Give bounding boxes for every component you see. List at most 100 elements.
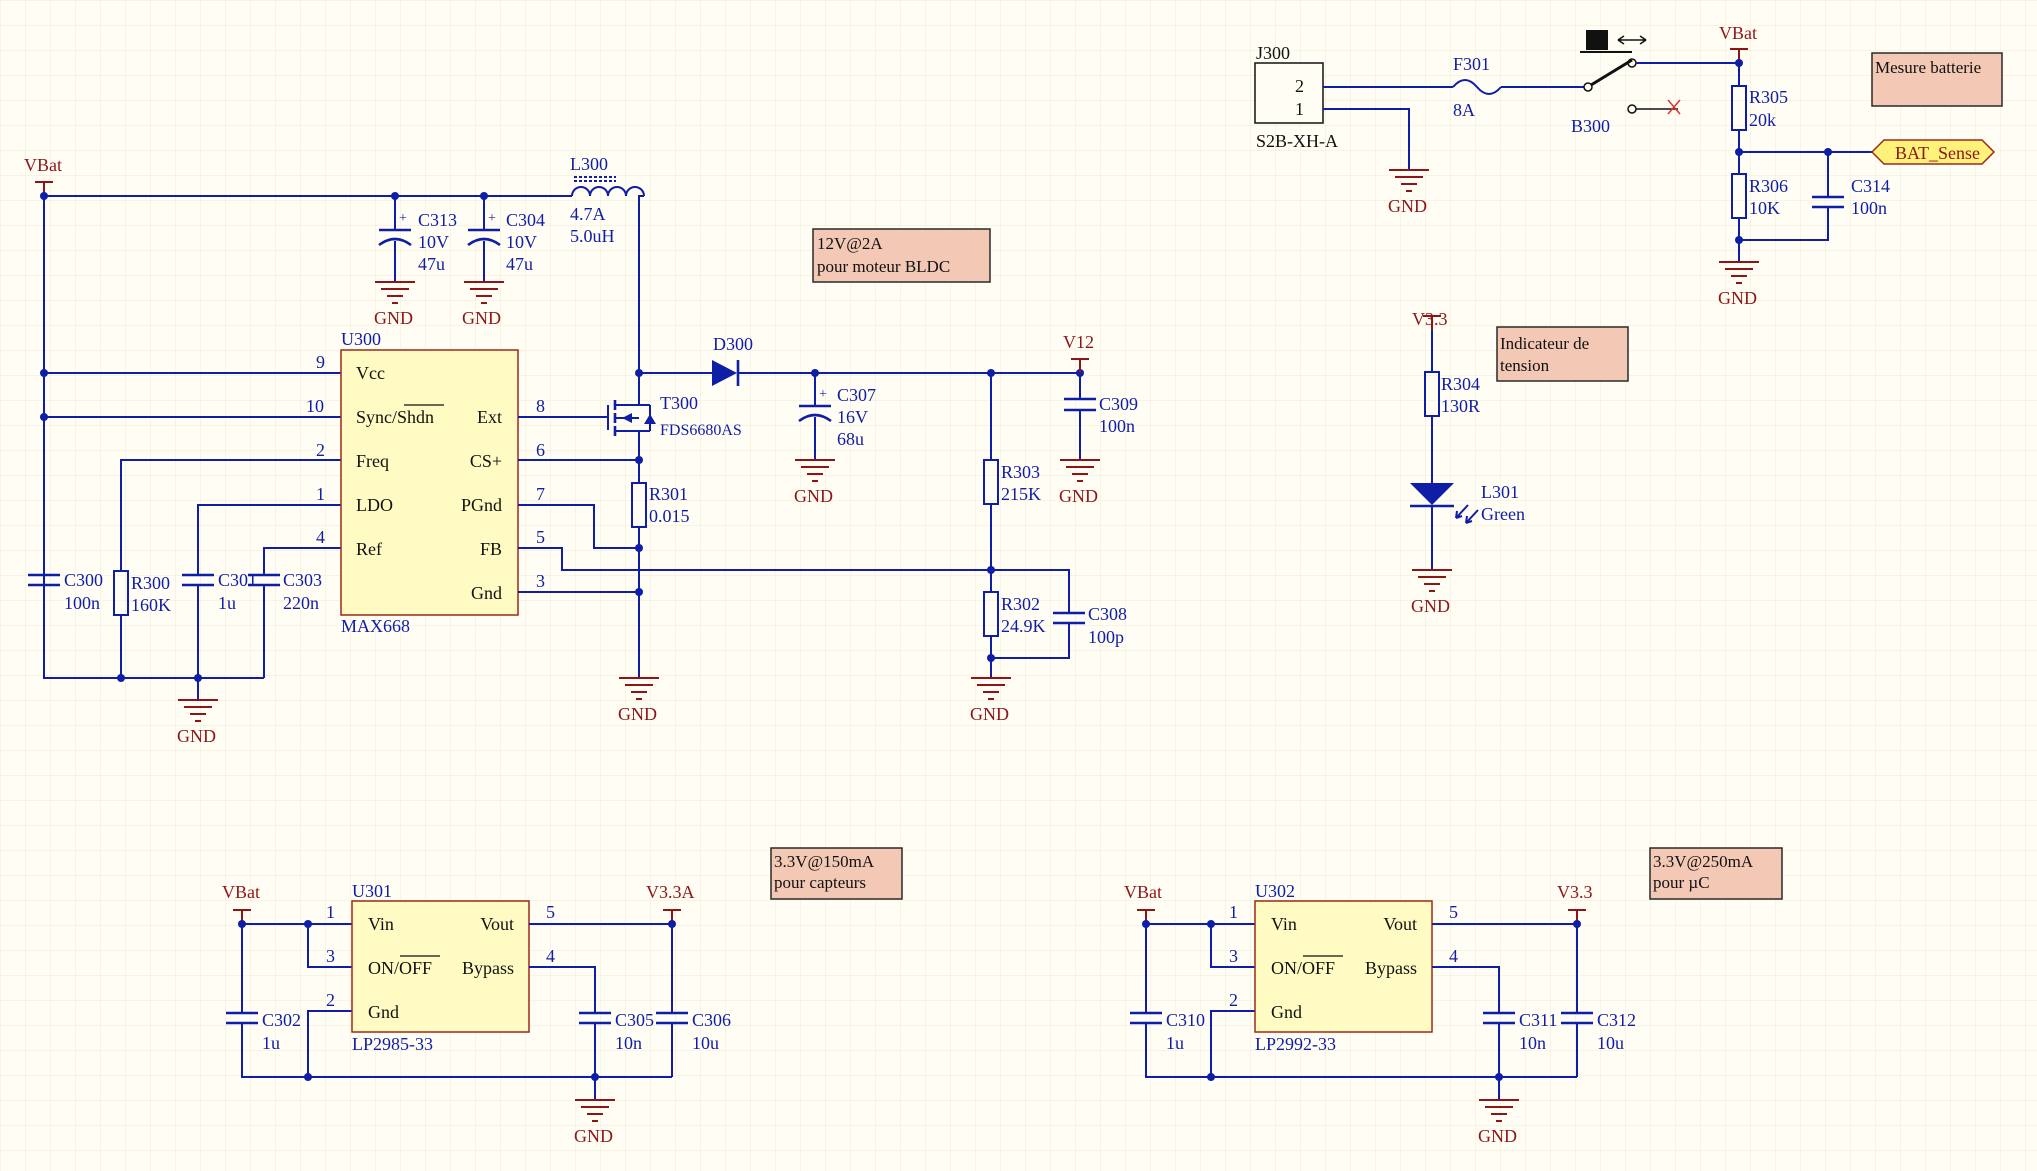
svg-text:16V: 16V (837, 407, 868, 427)
svg-text:Gnd: Gnd (471, 583, 502, 603)
svg-text:4: 4 (546, 946, 555, 966)
svg-text:C300: C300 (64, 570, 103, 590)
svg-text:Indicateur de: Indicateur de (1500, 334, 1589, 353)
svg-text:C303: C303 (283, 570, 322, 590)
gnd-symbol-boost-left: GND (177, 699, 219, 746)
svg-text:47u: 47u (418, 254, 445, 274)
svg-text:10u: 10u (692, 1033, 719, 1053)
ldo-u301-section: VBat C302 1u U301 LP2985-33 Vin ON/OFF G… (222, 881, 731, 1146)
v33-port-led: V3.3 (1412, 309, 1448, 331)
gnd-symbol-led: GND (1411, 569, 1453, 616)
j300-connector: J300 2 1 S2B-XH-A (1254, 43, 1338, 151)
svg-text:10K: 10K (1749, 198, 1780, 218)
svg-text:GND: GND (462, 308, 501, 328)
svg-text:pour capteurs: pour capteurs (774, 873, 866, 892)
c300-capacitor: C300 100n (28, 570, 103, 613)
svg-text:Vin: Vin (1271, 914, 1297, 934)
svg-text:Mesure batterie: Mesure batterie (1875, 58, 1981, 77)
svg-text:tension: tension (1500, 356, 1550, 375)
svg-text:Green: Green (1481, 504, 1525, 524)
svg-text:GND: GND (177, 726, 216, 746)
svg-text:1: 1 (326, 902, 335, 922)
svg-text:1u: 1u (262, 1033, 280, 1053)
gnd-symbol-u301: GND (574, 1099, 616, 1146)
l301-led: L301 Green (1410, 482, 1525, 524)
v12-port: V12 (1063, 332, 1094, 374)
svg-text:10V: 10V (418, 232, 449, 252)
svg-text:VBat: VBat (1124, 882, 1162, 902)
gnd-symbol-r306: GND (1718, 261, 1760, 308)
svg-text:3: 3 (536, 571, 545, 591)
svg-text:C313: C313 (418, 210, 457, 230)
c309-capacitor: C309 100n (1064, 394, 1138, 436)
svg-text:Ref: Ref (356, 539, 382, 559)
svg-text:C302: C302 (262, 1010, 301, 1030)
svg-text:10n: 10n (615, 1033, 642, 1053)
svg-text:C305: C305 (615, 1010, 654, 1030)
r303-resistor: R303 215K (983, 459, 1041, 505)
svg-text:Freq: Freq (356, 451, 389, 471)
svg-text:CS+: CS+ (470, 451, 502, 471)
svg-text:V3.3: V3.3 (1557, 882, 1593, 902)
svg-text:2: 2 (1229, 990, 1238, 1010)
svg-text:24.9K: 24.9K (1001, 616, 1046, 636)
svg-text:9: 9 (316, 352, 325, 372)
led-indicator-section: V3.3 R304 130R L301 Green GND (1410, 309, 1525, 616)
svg-text:20k: 20k (1749, 110, 1776, 130)
svg-text:Bypass: Bypass (1365, 958, 1417, 978)
svg-text:1u: 1u (1166, 1033, 1184, 1053)
svg-text:8A: 8A (1453, 100, 1475, 120)
svg-text:L300: L300 (570, 154, 608, 174)
svg-text:100p: 100p (1088, 627, 1124, 647)
note-voltage-indicator: Indicateur de tension (1496, 326, 1629, 382)
svg-text:68u: 68u (837, 429, 864, 449)
l300-inductor: L300 4.7A 5.0uH (570, 154, 645, 246)
svg-text:C309: C309 (1099, 394, 1138, 414)
svg-text:GND: GND (1411, 596, 1450, 616)
svg-text:Vout: Vout (1383, 914, 1417, 934)
svg-text:U301: U301 (352, 881, 392, 901)
svg-text:C308: C308 (1088, 604, 1127, 624)
svg-text:FB: FB (480, 539, 502, 559)
svg-text:Vcc: Vcc (356, 363, 385, 383)
svg-text:GND: GND (374, 308, 413, 328)
svg-text:LDO: LDO (356, 495, 393, 515)
svg-text:0.015: 0.015 (649, 506, 690, 526)
gnd-symbol-r302: GND (970, 677, 1012, 724)
svg-text:pour moteur BLDC: pour moteur BLDC (817, 257, 950, 276)
svg-text:R306: R306 (1749, 176, 1788, 196)
svg-text:215K: 215K (1001, 484, 1041, 504)
svg-text:GND: GND (1059, 486, 1098, 506)
svg-text:S2B-XH-A: S2B-XH-A (1256, 131, 1338, 151)
svg-text:VBat: VBat (1719, 23, 1757, 43)
gnd-symbol-c307: GND (794, 459, 836, 506)
svg-text:R305: R305 (1749, 87, 1788, 107)
note-battery-measure: Mesure batterie (1871, 52, 2003, 107)
svg-text:B300: B300 (1571, 116, 1610, 136)
svg-text:3.3V@150mA: 3.3V@150mA (774, 852, 875, 871)
svg-text:V3.3A: V3.3A (646, 882, 695, 902)
svg-text:100n: 100n (1851, 198, 1887, 218)
svg-text:5.0uH: 5.0uH (570, 226, 615, 246)
svg-text:GND: GND (1718, 288, 1757, 308)
t300-mosfet: T300 FDS6680AS (594, 373, 742, 460)
svg-text:3: 3 (326, 946, 335, 966)
svg-text:VBat: VBat (24, 155, 62, 175)
note-bldc: 12V@2A pour moteur BLDC (812, 228, 991, 283)
gnd-symbol-c309: GND (1059, 459, 1101, 506)
svg-text:C306: C306 (692, 1010, 731, 1030)
svg-text:Sync/Shdn: Sync/Shdn (356, 407, 434, 427)
svg-text:C304: C304 (506, 210, 545, 230)
svg-text:4: 4 (316, 527, 325, 547)
svg-text:12V@2A: 12V@2A (817, 234, 883, 253)
svg-text:ON/OFF: ON/OFF (1271, 958, 1335, 978)
vbat-port-u301: VBat (222, 882, 260, 925)
svg-text:Ext: Ext (477, 407, 502, 427)
c302-capacitor: C302 1u (226, 1010, 301, 1053)
svg-text:L301: L301 (1481, 482, 1519, 502)
svg-text:10n: 10n (1519, 1033, 1546, 1053)
u302-ic: U302 LP2992-33 Vin ON/OFF Gnd Vout Bypas… (1229, 881, 1458, 1054)
vbat-port-boost: VBat (24, 155, 62, 197)
svg-text:4: 4 (1449, 946, 1458, 966)
svg-text:C311: C311 (1519, 1010, 1557, 1030)
